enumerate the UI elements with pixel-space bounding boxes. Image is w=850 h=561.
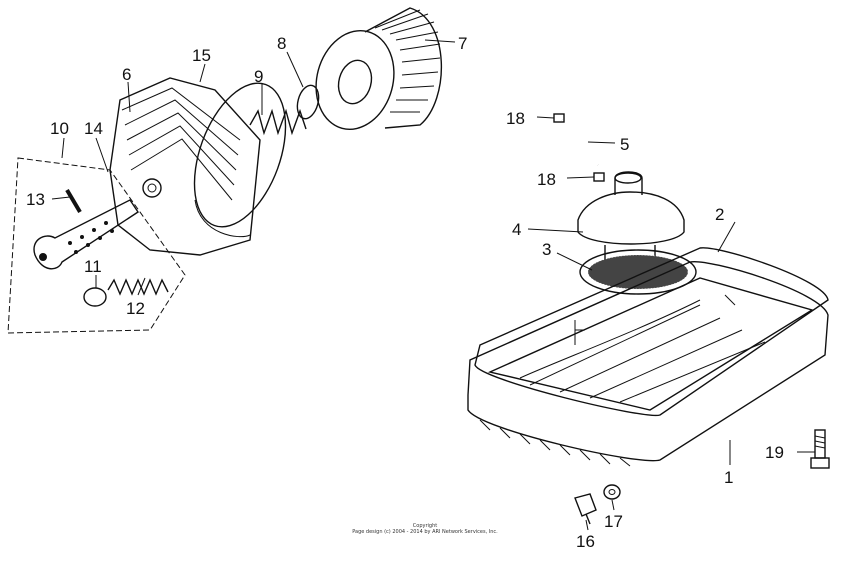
oil-pan-gasket <box>474 247 829 417</box>
cover-gasket <box>193 82 287 228</box>
copyright-notice: Page design (c) 2004 - 2014 by ARI Netwo… <box>352 529 498 535</box>
callout-16: 16 <box>576 532 595 551</box>
subassembly-outline <box>7 157 186 334</box>
hose-clip-lower <box>593 172 605 182</box>
copyright-label: Copyright <box>412 523 438 529</box>
callout-13: 13 <box>26 190 45 209</box>
callout-2: 2 <box>715 205 724 224</box>
callout-14: 14 <box>84 119 103 138</box>
leader-lines <box>51 39 815 531</box>
callout-12: 12 <box>126 299 145 318</box>
oil-pan <box>467 261 829 467</box>
filter-cover <box>109 77 261 256</box>
callout-9: 9 <box>254 67 263 86</box>
oil-screen <box>579 249 697 295</box>
callout-7: 7 <box>458 34 467 53</box>
callout-18a: 18 <box>506 109 525 128</box>
filter-washer <box>296 84 320 120</box>
callout-3: 3 <box>542 240 551 259</box>
drain-washer <box>603 484 621 500</box>
relief-cap <box>83 287 107 307</box>
strainer-housing <box>577 171 685 262</box>
callout-8: 8 <box>277 34 286 53</box>
pin <box>65 188 82 214</box>
oil-filter-element <box>315 7 443 130</box>
callout-18b: 18 <box>537 170 556 189</box>
callout-10: 10 <box>50 119 69 138</box>
drain-washer-hole <box>608 489 616 495</box>
callout-17: 17 <box>604 512 623 531</box>
callout-4: 4 <box>512 220 521 239</box>
center-bolt <box>33 199 139 270</box>
breather-hose-inner <box>561 118 600 166</box>
callout-5: 5 <box>620 135 629 154</box>
callout-11: 11 <box>84 257 102 276</box>
drain-bolt <box>574 493 597 525</box>
callout-15: 15 <box>192 46 211 65</box>
relief-spring <box>107 278 169 296</box>
filter-spring <box>249 108 307 136</box>
callout-6: 6 <box>122 65 131 84</box>
pan-bolt <box>810 429 830 469</box>
callout-19: 19 <box>765 443 784 462</box>
callout-1: 1 <box>724 468 733 487</box>
